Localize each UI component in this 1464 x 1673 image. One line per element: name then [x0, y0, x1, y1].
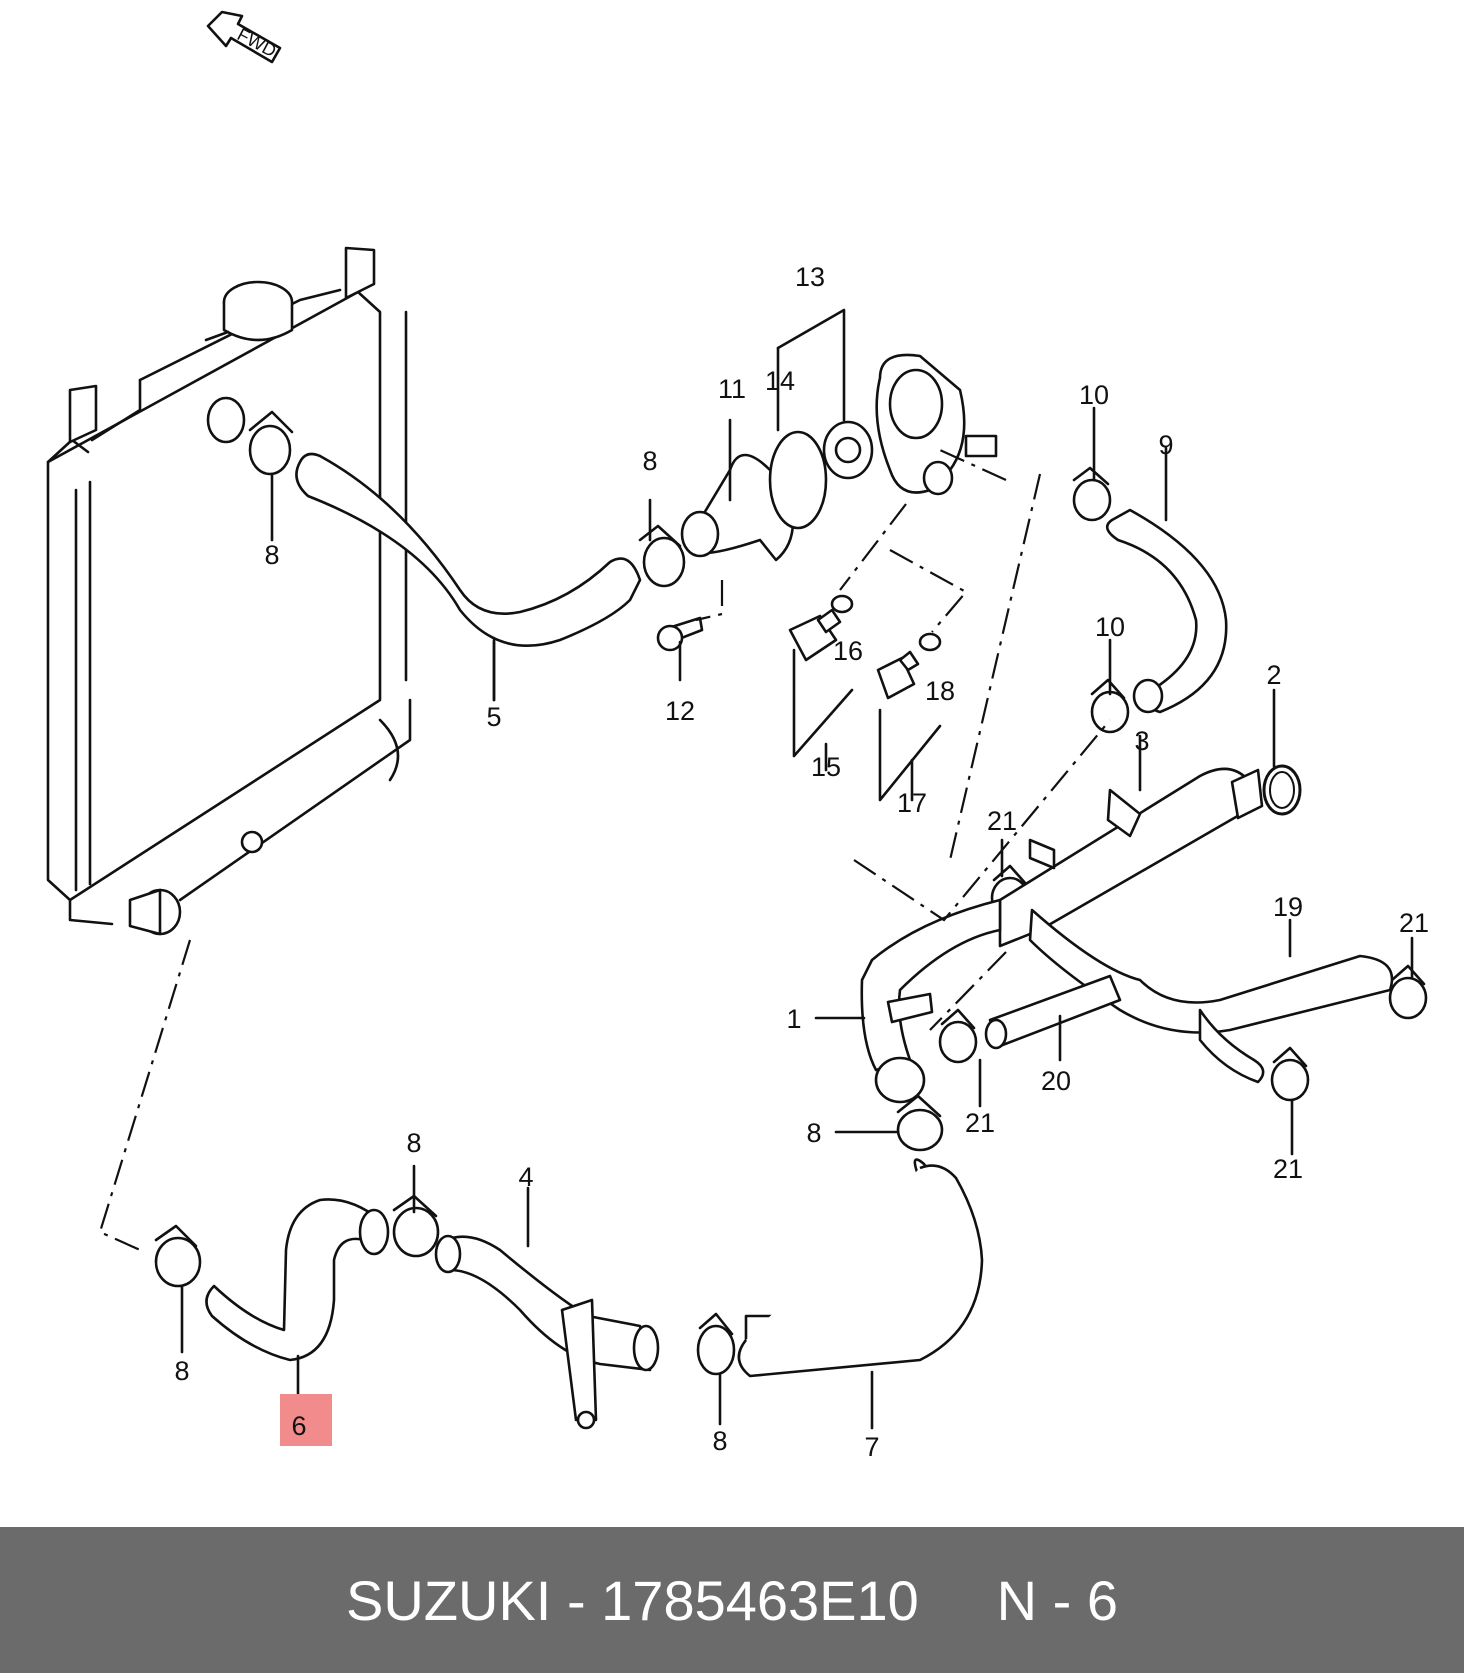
callout-3: 3 [1134, 726, 1149, 756]
footer-part-number: 1785463E10 [601, 1568, 919, 1632]
footer-space [586, 1568, 602, 1633]
callout-8: 8 [642, 446, 657, 476]
callout-10: 10 [1095, 612, 1125, 642]
callout-7: 7 [864, 1432, 879, 1462]
callout-21: 21 [987, 806, 1017, 836]
callout-17: 17 [897, 788, 927, 818]
callout-6: 6 [291, 1411, 306, 1441]
callout-8: 8 [806, 1118, 821, 1148]
callout-4: 4 [518, 1162, 533, 1192]
footer-gap [919, 1568, 997, 1633]
footer-bar: SUZUKI - 1785463E10 N - 6 [0, 1527, 1464, 1673]
sensors [788, 594, 942, 700]
footer-dash: - [566, 1568, 586, 1632]
callouts: 13 11 14 8 8 10 9 16 18 12 5 10 2 3 15 1… [174, 262, 1429, 1462]
callout-16: 16 [833, 636, 863, 666]
hose-5 [295, 452, 642, 648]
callout-8: 8 [264, 540, 279, 570]
callout-21: 21 [1399, 908, 1429, 938]
callout-2: 2 [1266, 660, 1281, 690]
callout-13: 13 [795, 262, 825, 292]
water-pipe-1 [860, 767, 1264, 1104]
callout-18: 18 [925, 676, 955, 706]
hose-20 [988, 974, 1122, 1048]
footer-separator [551, 1568, 567, 1633]
callout-20: 20 [1041, 1066, 1071, 1096]
highlight-box [280, 1394, 332, 1446]
callout-12: 12 [665, 696, 695, 726]
o-ring-2 [1262, 764, 1302, 816]
fwd-label: FWD [234, 24, 280, 61]
leader-lines [98, 308, 1414, 1430]
callout-15: 15 [811, 752, 841, 782]
hose-4 [444, 1235, 652, 1372]
callout-19: 19 [1273, 892, 1303, 922]
footer-ref: N - 6 [996, 1568, 1118, 1632]
callout-11: 11 [718, 374, 746, 404]
hose-9 [1105, 508, 1228, 714]
radiator [46, 246, 412, 936]
parts-diagram: FWD [46, 10, 1429, 1462]
fwd-arrow-icon: FWD [206, 10, 282, 64]
callout-8: 8 [174, 1356, 189, 1386]
callout-21: 21 [1273, 1154, 1303, 1184]
callout-9: 9 [1158, 430, 1173, 460]
footer-brand: SUZUKI [346, 1568, 552, 1632]
callout-21: 21 [965, 1108, 995, 1138]
callout-5: 5 [486, 702, 501, 732]
thermostat-assembly [680, 353, 998, 562]
callout-14: 14 [765, 366, 795, 396]
hose-6 [205, 1198, 382, 1362]
callout-8: 8 [406, 1128, 421, 1158]
callout-10: 10 [1079, 380, 1109, 410]
callout-8: 8 [712, 1426, 727, 1456]
callout-1: 1 [786, 1004, 801, 1034]
